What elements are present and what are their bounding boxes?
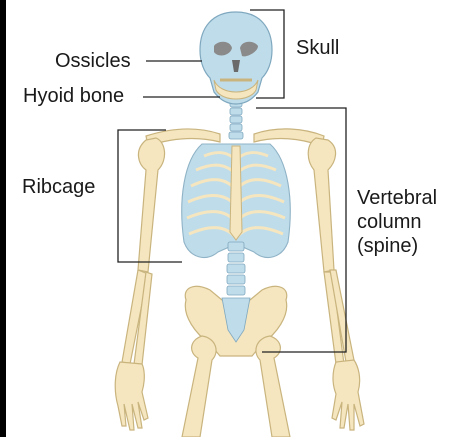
- ribcage-bracket: [117, 129, 182, 263]
- skeleton-illustration: [114, 9, 365, 437]
- humerus-left: [137, 137, 166, 273]
- femur-left: [181, 335, 217, 437]
- label-ossicles: Ossicles: [55, 50, 131, 72]
- eye-socket-right: [240, 41, 258, 57]
- label-vertebral-line-1: Vertebral: [357, 187, 438, 209]
- femur-right: [255, 335, 291, 437]
- hand-right: [331, 359, 365, 431]
- hand-left: [114, 361, 149, 431]
- label-vertebral-line-3: (spine): [357, 235, 419, 257]
- eye-socket-left: [214, 41, 232, 56]
- spine-bracket: [256, 107, 347, 353]
- label-ribcage: Ribcage: [22, 176, 96, 198]
- sternum: [229, 145, 243, 241]
- label-hyoid-bone: Hyoid bone: [23, 85, 125, 107]
- skull-bracket: [250, 9, 285, 99]
- humerus-right: [307, 137, 337, 273]
- cranium: [199, 11, 273, 105]
- clavicle-left: [145, 128, 221, 147]
- sacrum: [221, 297, 251, 343]
- label-vertebral-line-2: column: [357, 211, 422, 233]
- label-vertebral-column: Vertebral column (spine): [357, 186, 437, 258]
- nasal-cavity: [232, 60, 240, 72]
- jaw: [213, 79, 259, 100]
- skeleton-diagram: Ossicles Hyoid bone Skull Ribcage Verteb…: [6, 0, 474, 437]
- label-skull: Skull: [296, 37, 340, 59]
